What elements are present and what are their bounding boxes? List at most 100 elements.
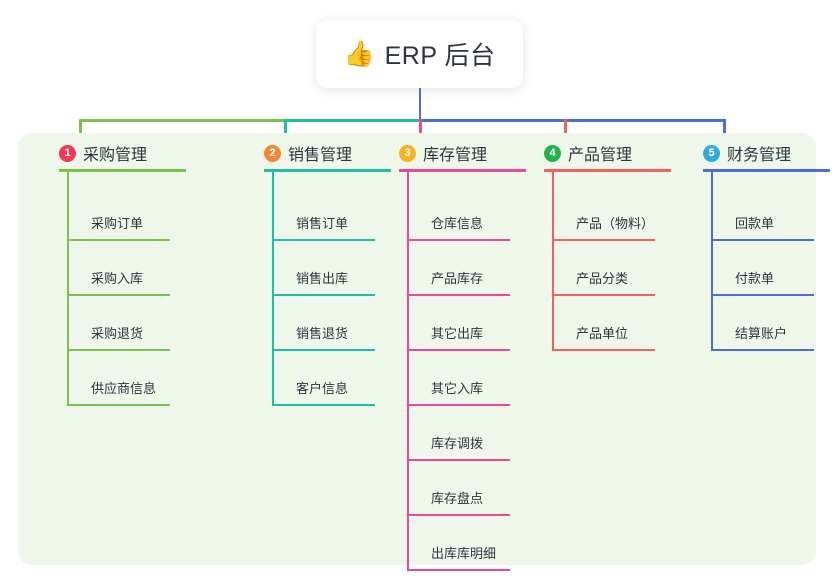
menu-item-underline (272, 294, 375, 296)
menu-item-label: 产品分类 (576, 271, 629, 286)
menu-item[interactable]: 回款单 (711, 186, 814, 241)
drop-connector-3 (419, 119, 422, 145)
menu-item[interactable]: 采购订单 (67, 186, 170, 241)
menu-item[interactable]: 仓库信息 (407, 186, 510, 241)
menu-item-underline (407, 404, 510, 406)
category-spine (711, 171, 713, 351)
menu-item[interactable]: 销售退货 (272, 296, 375, 351)
category-title: 销售管理 (288, 147, 353, 164)
bus-segment-green (79, 119, 284, 122)
category-title: 产品管理 (568, 147, 633, 164)
menu-item[interactable]: 销售出库 (272, 241, 375, 296)
menu-item-label: 产品库存 (431, 271, 484, 286)
menu-item[interactable]: 产品（物料） (552, 186, 655, 241)
category-title: 采购管理 (83, 147, 148, 164)
menu-item-underline (67, 349, 170, 351)
thumbs-up-icon: 👍 (343, 39, 375, 68)
menu-item-underline (711, 294, 814, 296)
category-spine (272, 171, 274, 406)
menu-item-label: 产品（物料） (576, 216, 655, 231)
category-spine (407, 171, 409, 571)
menu-item-underline (711, 349, 814, 351)
bus-segment-blue (420, 119, 726, 122)
menu-item-label: 回款单 (735, 216, 775, 231)
category-title: 库存管理 (423, 147, 488, 164)
menu-item[interactable]: 其它入库 (407, 351, 510, 406)
menu-item[interactable]: 产品分类 (552, 241, 655, 296)
menu-item-label: 付款单 (735, 271, 775, 286)
menu-item-label: 销售订单 (296, 216, 349, 231)
menu-item[interactable]: 其它出库 (407, 296, 510, 351)
menu-item[interactable]: 库存盘点 (407, 461, 510, 516)
menu-item[interactable]: 库存调拨 (407, 406, 510, 461)
menu-item-label: 其它出库 (431, 326, 484, 341)
menu-item-label: 出库库明细 (431, 546, 497, 561)
menu-item[interactable]: 结算账户 (711, 296, 814, 351)
drop-connector-5 (723, 119, 726, 145)
root-node-title: ERP 后台 (384, 42, 496, 70)
menu-item-label: 其它入库 (431, 381, 484, 396)
menu-item[interactable]: 产品单位 (552, 296, 655, 351)
drop-connector-1 (79, 119, 82, 145)
menu-item[interactable]: 采购入库 (67, 241, 170, 296)
category-header-underline (399, 169, 526, 172)
category-title: 财务管理 (727, 147, 792, 164)
menu-item-underline (407, 349, 510, 351)
menu-item-underline (552, 239, 655, 241)
diagram-panel: 1 采购管理采购订单采购入库采购退货供应商信息 2 销售管理销售订单销售出库销售退货客… (18, 133, 830, 571)
menu-item[interactable]: 销售订单 (272, 186, 375, 241)
menu-item-underline (272, 404, 375, 406)
drop-connector-4 (564, 119, 567, 145)
menu-item-label: 销售出库 (296, 271, 349, 286)
category-number-badge: 4 (544, 144, 561, 162)
menu-item-label: 仓库信息 (431, 216, 484, 231)
category-header-3[interactable]: 3 库存管理 (399, 141, 487, 165)
menu-item[interactable]: 客户信息 (272, 351, 375, 406)
category-header-underline (59, 169, 186, 172)
bus-segment-teal (284, 119, 420, 122)
category-number-badge: 1 (59, 144, 76, 162)
menu-item-label: 供应商信息 (91, 381, 157, 396)
menu-item-underline (407, 294, 510, 296)
category-header-underline (544, 169, 671, 172)
category-header-underline (703, 169, 830, 172)
menu-item-underline (272, 239, 375, 241)
category-header-4[interactable]: 4 产品管理 (544, 141, 632, 165)
menu-item-underline (407, 239, 510, 241)
menu-item-label: 库存调拨 (431, 436, 484, 451)
menu-item-underline (67, 239, 170, 241)
category-number-badge: 3 (399, 144, 416, 162)
category-header-underline (264, 169, 391, 172)
category-header-1[interactable]: 1 采购管理 (59, 141, 147, 165)
menu-item-underline (711, 239, 814, 241)
category-spine (552, 171, 554, 351)
menu-item[interactable]: 付款单 (711, 241, 814, 296)
menu-item[interactable]: 采购退货 (67, 296, 170, 351)
menu-item-label: 产品单位 (576, 326, 629, 341)
menu-item-label: 结算账户 (735, 326, 788, 341)
menu-item-label: 客户信息 (296, 381, 349, 396)
menu-item[interactable]: 产品库存 (407, 241, 510, 296)
menu-item-label: 采购退货 (91, 326, 144, 341)
menu-item-label: 销售退货 (296, 326, 349, 341)
menu-item-underline (552, 294, 655, 296)
drop-connector-2 (284, 119, 287, 145)
category-header-5[interactable]: 5 财务管理 (703, 141, 791, 165)
menu-item-underline (67, 294, 170, 296)
menu-item-label: 采购入库 (91, 271, 144, 286)
menu-item-label: 库存盘点 (431, 491, 484, 506)
menu-item[interactable]: 出库库明细 (407, 516, 510, 571)
category-number-badge: 2 (264, 144, 281, 162)
menu-item-label: 采购订单 (91, 216, 144, 231)
menu-item-underline (407, 514, 510, 516)
root-node[interactable]: 👍 ERP 后台 (316, 20, 523, 88)
category-number-badge: 5 (703, 144, 720, 162)
menu-item-underline (407, 459, 510, 461)
menu-item-underline (67, 404, 170, 406)
menu-item-underline (552, 349, 655, 351)
menu-item[interactable]: 供应商信息 (67, 351, 170, 406)
root-stem-connector (419, 88, 421, 119)
menu-item-underline (407, 569, 510, 571)
category-header-2[interactable]: 2 销售管理 (264, 141, 352, 165)
menu-item-underline (272, 349, 375, 351)
